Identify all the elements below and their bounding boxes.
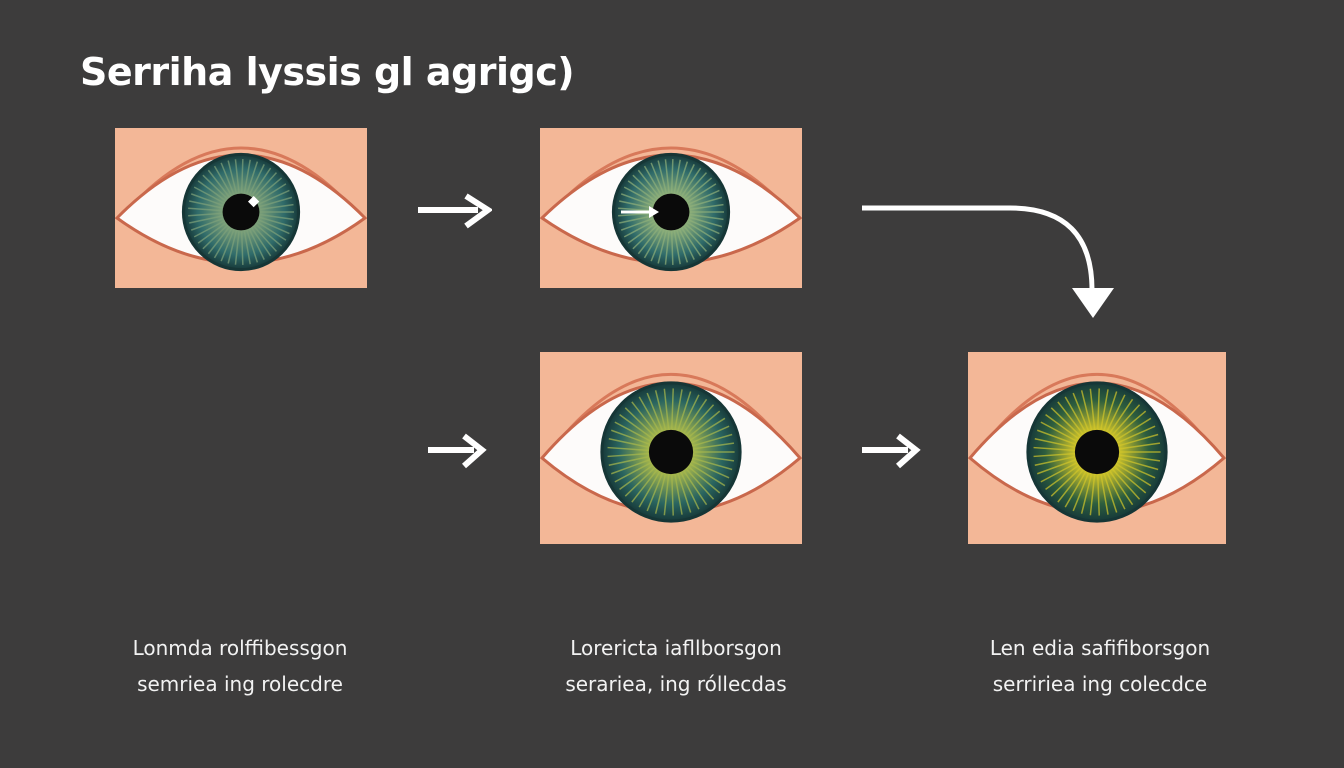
eye-icon xyxy=(540,146,802,272)
curved-arrow-icon xyxy=(862,205,1114,318)
eye-panel-1 xyxy=(115,128,367,288)
eye-icon xyxy=(115,146,367,272)
eye-panel-4 xyxy=(968,352,1226,544)
caption-3: Len edia safifiborsgon serririea ing col… xyxy=(940,630,1260,702)
eye-icon xyxy=(540,372,802,523)
caption-2: Lorericta iafllborsgon serariea, ing ról… xyxy=(516,630,836,702)
caption-line: serariea, ing róllecdas xyxy=(565,672,787,696)
arrow-right-icon xyxy=(428,433,487,469)
caption-1: Lonmda rolffibessgon semriea ing rolecdr… xyxy=(80,630,400,702)
arrow-right-icon xyxy=(418,193,492,229)
eye-panel-2 xyxy=(540,128,802,288)
caption-line: Lonmda rolffibessgon xyxy=(132,636,348,660)
arrow-right-icon xyxy=(862,433,921,469)
diagram-title: Serriha lyssis gl agrigc) xyxy=(80,50,575,94)
caption-line: serririea ing colecdce xyxy=(992,672,1208,696)
caption-line: semriea ing rolecdre xyxy=(137,672,343,696)
caption-line: Len edia safifiborsgon xyxy=(989,636,1211,660)
eye-panel-3 xyxy=(540,352,802,544)
caption-line: Lorericta iafllborsgon xyxy=(570,636,782,660)
eye-icon xyxy=(968,372,1226,523)
